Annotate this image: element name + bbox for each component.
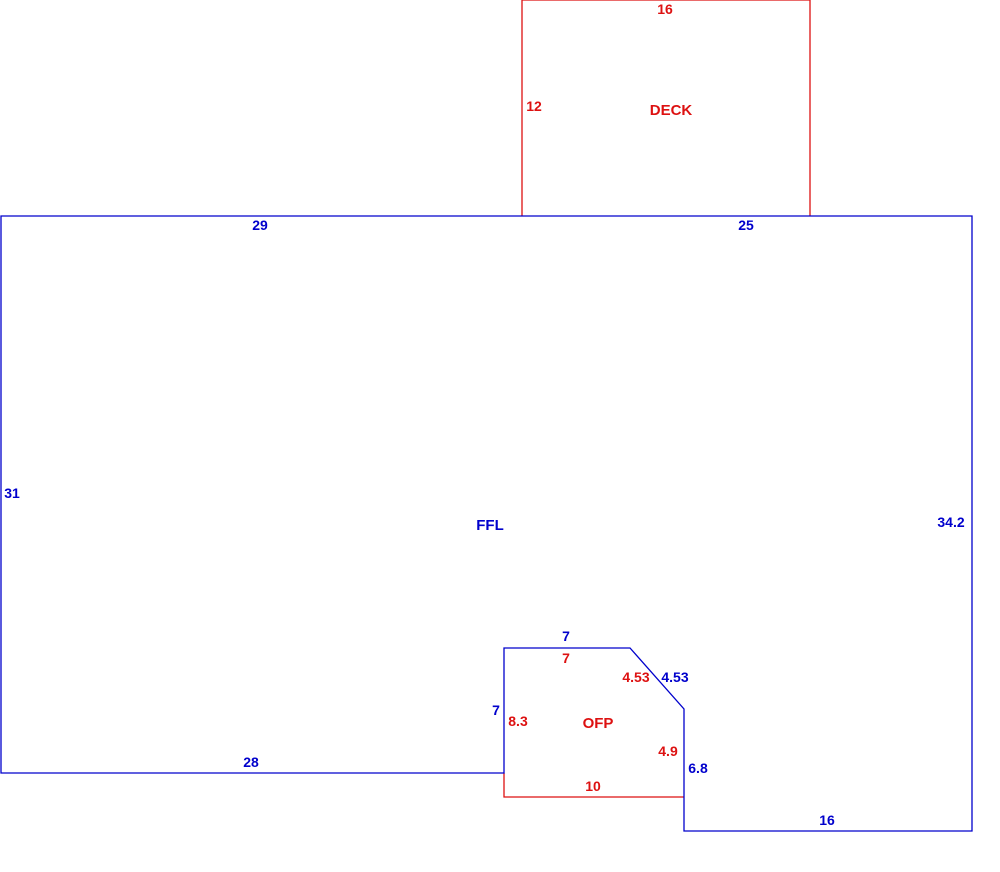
ofp-diagonal-dimension: 4.53 bbox=[622, 669, 649, 685]
ofp-bottom-edge bbox=[503, 773, 684, 798]
ffl-top-left-dimension: 29 bbox=[252, 217, 268, 233]
ffl-left-dimension: 31 bbox=[4, 485, 20, 501]
ofp-bottom-dimension: 10 bbox=[585, 778, 601, 794]
ffl-notch-left-dimension: 7 bbox=[492, 702, 500, 718]
ofp-top-dimension: 7 bbox=[562, 650, 570, 666]
ofp-right-dimension: 4.9 bbox=[658, 743, 678, 759]
ffl-bottom-left-dimension: 28 bbox=[243, 754, 259, 770]
ffl-area-label: FFL bbox=[476, 517, 504, 534]
deck-left-dimension: 12 bbox=[526, 98, 542, 114]
deck-top-dimension: 16 bbox=[657, 1, 673, 17]
ffl-notch-top-dimension: 7 bbox=[562, 628, 570, 644]
ffl-outline bbox=[0, 215, 973, 832]
ffl-notch-right-dimension: 6.8 bbox=[688, 760, 708, 776]
deck-area-label: DECK bbox=[650, 102, 693, 119]
ffl-top-right-dimension: 25 bbox=[738, 217, 754, 233]
ffl-bottom-right-dimension: 16 bbox=[819, 812, 835, 828]
ofp-left-dimension: 8.3 bbox=[508, 713, 528, 729]
ofp-area-label: OFP bbox=[583, 715, 614, 732]
ffl-right-dimension: 34.2 bbox=[937, 514, 964, 530]
deck-outline bbox=[521, 0, 811, 216]
ffl-notch-diagonal-dimension: 4.53 bbox=[661, 669, 688, 685]
